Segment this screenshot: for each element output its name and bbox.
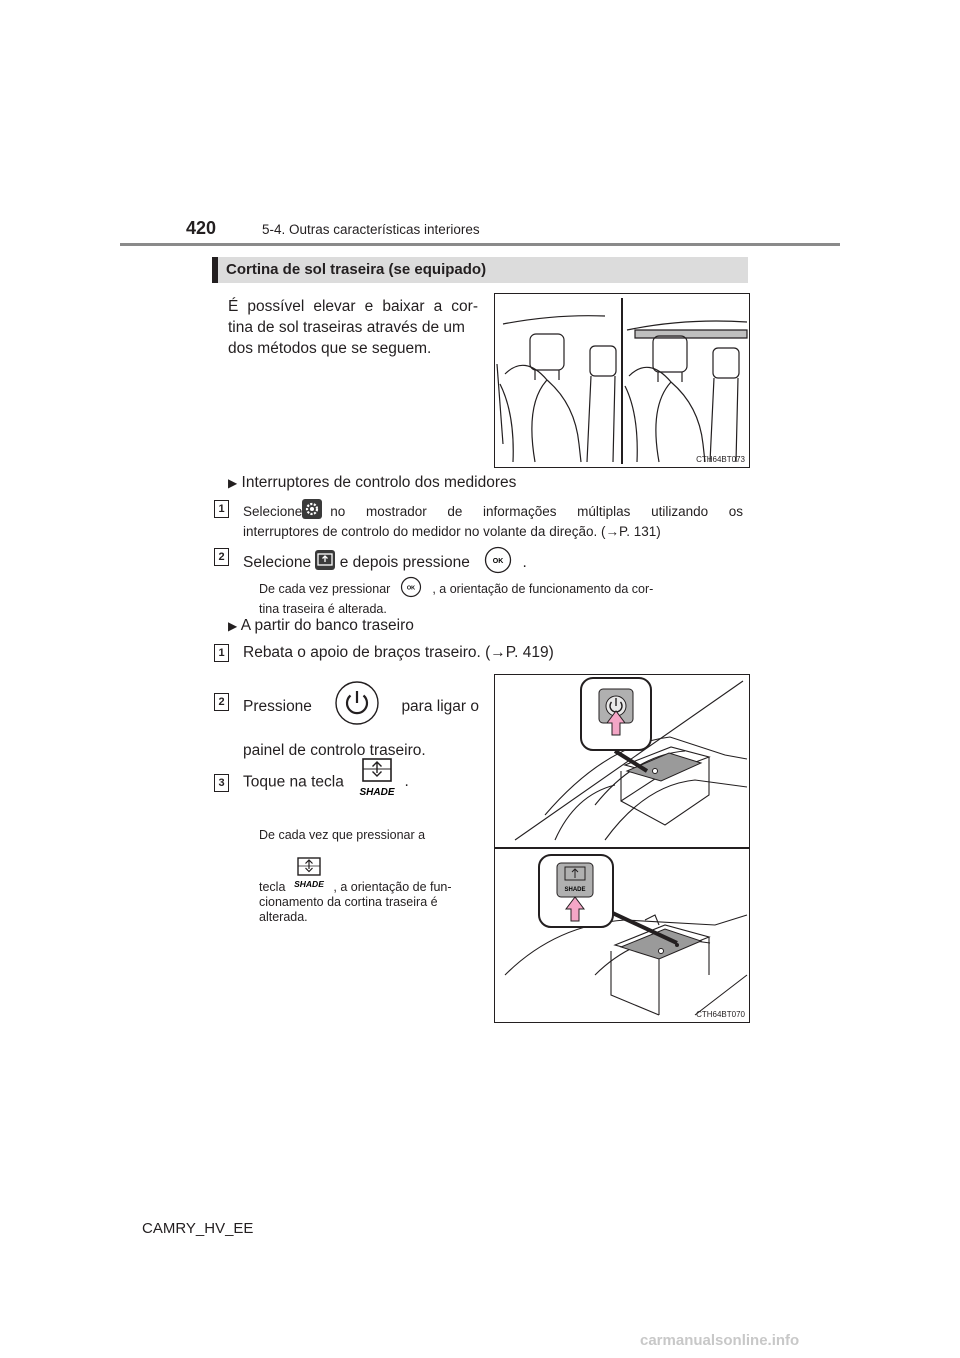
rear-seat-illustration bbox=[496, 298, 748, 464]
bullet-arrow-icon: ▶ bbox=[228, 619, 238, 633]
banner-title: Cortina de sol traseira (se equipado) bbox=[226, 261, 487, 278]
method2-heading: ▶ A partir do banco traseiro bbox=[228, 615, 414, 637]
note-text: alterada. bbox=[259, 910, 308, 924]
method2-step2: Pressione para ligar o painel de control… bbox=[243, 680, 479, 761]
step-number-2: 2 bbox=[214, 548, 229, 566]
section-title: 5-4. Outras características interiores bbox=[262, 222, 480, 237]
figure-code: CTH64BT073 bbox=[696, 455, 745, 464]
ok-button-icon: OK bbox=[484, 546, 512, 580]
step-text: e depois pressione bbox=[339, 554, 470, 572]
step-text: Selecione bbox=[243, 503, 303, 519]
intro-line: dos métodos que se seguem. bbox=[228, 340, 432, 357]
banner-marker bbox=[212, 257, 218, 283]
figure-rear-shade-positions: CTH64BT073 bbox=[494, 293, 750, 468]
step-text: Pressione bbox=[243, 697, 312, 715]
method1-step2: Selecione e depois pressione OK . bbox=[243, 546, 527, 580]
power-button-icon bbox=[334, 680, 380, 732]
watermark: carmanualsonline.info bbox=[640, 1332, 800, 1349]
step-text: para ligar o bbox=[401, 697, 479, 715]
method2-step3: Toque na tecla SHADE . bbox=[243, 757, 409, 807]
intro-paragraph: É possível elevar e baixar a cor- tina d… bbox=[228, 296, 478, 359]
step-number-1: 1 bbox=[214, 644, 229, 662]
shade-key-icon: SHADE bbox=[354, 757, 400, 807]
figure-code: CTH64BT070 bbox=[696, 1010, 745, 1019]
gear-settings-icon bbox=[302, 499, 323, 523]
method1-title: Interruptores de controlo dos medidores bbox=[241, 474, 517, 491]
step-text: Toque na tecla bbox=[243, 773, 344, 791]
step-number-2: 2 bbox=[214, 693, 229, 711]
section-banner bbox=[212, 257, 748, 283]
step-text: . bbox=[404, 773, 409, 791]
shade-key-icon: SHADE bbox=[289, 857, 329, 895]
method2-step1: Rebata o apoio de braços traseiro. (→P. … bbox=[243, 644, 554, 661]
note-text: De cada vez pressionar bbox=[259, 581, 391, 596]
header-rule bbox=[120, 243, 840, 246]
step-text: Selecione bbox=[243, 554, 312, 572]
method1-step1: Selecione no mostrador de informações mú… bbox=[243, 499, 743, 540]
step-text: . bbox=[522, 554, 527, 572]
step-number-3: 3 bbox=[214, 774, 229, 792]
intro-line: É possível elevar e baixar a cor- bbox=[228, 298, 478, 315]
method2-title: A partir do banco traseiro bbox=[240, 617, 414, 634]
step-text: painel de controlo traseiro. bbox=[243, 742, 426, 759]
method1-note: De cada vez pressionar OK , a orientação… bbox=[259, 576, 743, 617]
figure-armrest-controls: SHADE CTH64BT070 bbox=[494, 674, 750, 1023]
note-text: De cada vez que pressionar a bbox=[259, 828, 426, 842]
armrest-illustration: SHADE bbox=[495, 677, 749, 1016]
method2-note: De cada vez que pressionar a tecla SHADE… bbox=[259, 828, 481, 925]
page-number: 420 bbox=[186, 218, 217, 238]
bullet-arrow-icon: ▶ bbox=[228, 476, 238, 490]
shade-label: SHADE bbox=[360, 787, 395, 798]
ok-button-icon: OK bbox=[400, 576, 422, 602]
model-footer: CAMRY_HV_EE bbox=[142, 1220, 254, 1237]
shade-label: SHADE bbox=[564, 887, 585, 893]
method1-heading: ▶ Interruptores de controlo dos medidore… bbox=[228, 472, 516, 494]
shade-label: SHADE bbox=[295, 879, 325, 889]
note-text: , a orientação de funcionamento da cor- bbox=[432, 581, 654, 596]
note-text: tecla bbox=[259, 880, 286, 894]
ok-label: OK bbox=[493, 558, 504, 565]
step-text: interruptores de controlo do medidor no … bbox=[243, 524, 661, 539]
shade-display-icon bbox=[315, 550, 336, 576]
note-text: tina traseira é alterada. bbox=[259, 602, 387, 616]
step-number-1: 1 bbox=[214, 500, 229, 518]
ok-label: OK bbox=[407, 586, 415, 592]
intro-line: tina de sol traseiras através de um bbox=[228, 319, 465, 336]
note-text: cionamento da cortina traseira é bbox=[259, 895, 438, 909]
note-text: , a orientação de fun- bbox=[333, 880, 452, 894]
step-text: no mostrador de informações múltiplas ut… bbox=[330, 503, 743, 519]
